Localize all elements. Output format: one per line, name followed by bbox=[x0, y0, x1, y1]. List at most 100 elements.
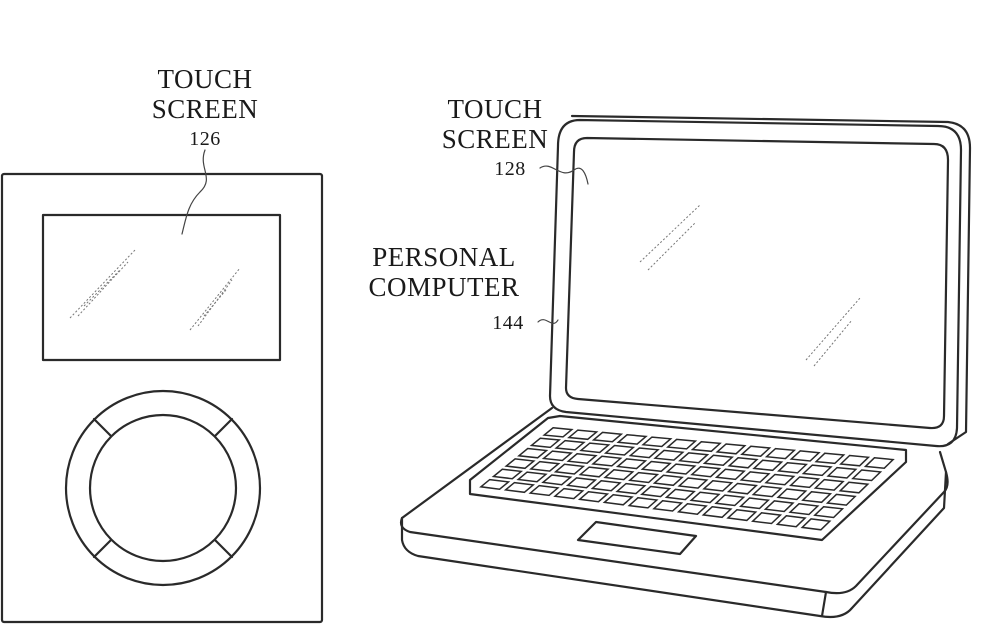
keyboard-key bbox=[751, 485, 783, 498]
keyboard-key bbox=[776, 461, 809, 474]
label-device-touch-screen-line2: SCREEN bbox=[151, 94, 259, 124]
keyboard-key bbox=[678, 452, 710, 464]
keyboard-key bbox=[788, 476, 821, 489]
keyboard-key bbox=[851, 469, 883, 482]
keyboard-key bbox=[553, 463, 586, 475]
keyboard-key bbox=[628, 447, 660, 459]
keyboard-key bbox=[838, 481, 870, 494]
keyboard-key bbox=[541, 450, 574, 462]
keyboard-key bbox=[788, 503, 820, 516]
keyboard-key bbox=[739, 497, 770, 510]
keyboard-key bbox=[726, 509, 758, 522]
keyboard-key bbox=[702, 480, 734, 492]
keyboard-key bbox=[763, 500, 795, 513]
keyboard-key bbox=[640, 460, 672, 473]
keyboard-key bbox=[529, 437, 562, 449]
keyboard-key bbox=[801, 490, 833, 504]
keyboard-key bbox=[665, 438, 698, 450]
keyboard-key bbox=[690, 465, 722, 478]
keyboard-key bbox=[577, 490, 610, 503]
keyboard-key bbox=[776, 488, 808, 501]
keyboard-key bbox=[715, 443, 747, 455]
keyboard-key bbox=[676, 503, 708, 515]
keyboard-key bbox=[764, 447, 797, 460]
keyboard-key bbox=[789, 450, 821, 462]
keyboard-key bbox=[839, 454, 871, 467]
keyboard-key bbox=[739, 471, 771, 483]
keyboard-key bbox=[825, 493, 857, 506]
keyboard-key bbox=[567, 429, 599, 441]
keyboard-key bbox=[591, 455, 623, 467]
keyboard-key bbox=[553, 487, 585, 500]
keyboard-key bbox=[627, 496, 659, 509]
keyboard-key bbox=[615, 482, 647, 495]
label-device-touch-screen-line1: TOUCH bbox=[157, 64, 253, 94]
keyboard-key bbox=[541, 474, 573, 486]
keyboard-key bbox=[801, 464, 833, 477]
keyboard-key bbox=[590, 479, 622, 492]
label-personal-computer-line2: COMPUTER bbox=[368, 272, 520, 302]
keyboard bbox=[479, 427, 895, 531]
keyboard-key bbox=[740, 445, 772, 457]
keyboard-key bbox=[603, 469, 635, 481]
keyboard-key bbox=[775, 515, 807, 528]
keyboard-key bbox=[689, 491, 721, 504]
media-player-icon bbox=[0, 149, 324, 624]
keyboard-key bbox=[517, 447, 549, 459]
ref-number-144: 144 bbox=[492, 312, 524, 334]
keyboard-key bbox=[690, 440, 722, 453]
keyboard-key bbox=[579, 442, 611, 454]
keyboard-key bbox=[764, 473, 796, 486]
keyboard-key bbox=[640, 485, 672, 498]
keyboard-key bbox=[665, 463, 697, 475]
keyboard-key bbox=[677, 477, 709, 489]
keyboard-key bbox=[664, 488, 696, 501]
keyboard-key bbox=[653, 449, 685, 461]
keyboard-key bbox=[591, 431, 624, 443]
keyboard-key bbox=[491, 468, 524, 480]
ref-number-126: 126 bbox=[189, 128, 221, 150]
keyboard-key bbox=[751, 512, 783, 525]
keyboard-key bbox=[641, 436, 673, 448]
keyboard-key bbox=[800, 518, 832, 531]
keyboard-key bbox=[479, 478, 511, 490]
keyboard-key bbox=[566, 452, 598, 464]
keyboard-key bbox=[726, 482, 759, 495]
keyboard-key bbox=[752, 459, 784, 472]
keyboard-key bbox=[714, 494, 746, 507]
keyboard-key bbox=[652, 499, 684, 512]
keyboard-key bbox=[504, 458, 536, 470]
keyboard-key bbox=[542, 427, 574, 438]
click-wheel-icon bbox=[64, 389, 262, 587]
keyboard-key bbox=[826, 466, 858, 479]
keyboard-key bbox=[813, 478, 845, 491]
keyboard-key bbox=[863, 457, 895, 469]
keyboard-key bbox=[503, 481, 536, 494]
keyboard-key bbox=[702, 454, 734, 466]
label-laptop-touch-screen-line2: SCREEN bbox=[441, 124, 549, 154]
keyboard-key bbox=[813, 505, 845, 519]
keyboard-key bbox=[714, 468, 746, 481]
keyboard-key bbox=[528, 484, 560, 497]
label-personal-computer-line1: PERSONAL bbox=[372, 242, 516, 272]
laptop-icon bbox=[399, 114, 972, 619]
keyboard-key bbox=[628, 471, 660, 484]
keyboard-key bbox=[814, 452, 846, 465]
keyboard-key bbox=[727, 457, 759, 469]
keyboard-key bbox=[529, 460, 561, 472]
keyboard-key bbox=[603, 444, 636, 456]
keyboard-key bbox=[616, 433, 648, 445]
player-touch-screen bbox=[41, 213, 282, 362]
keyboard-key bbox=[516, 471, 548, 483]
keyboard-key bbox=[652, 474, 684, 487]
ref-number-128: 128 bbox=[494, 158, 526, 180]
keyboard-key bbox=[554, 439, 586, 451]
touchpad bbox=[576, 520, 698, 556]
keyboard-key bbox=[615, 458, 648, 470]
keyboard-key bbox=[565, 477, 598, 489]
keyboard-key bbox=[578, 466, 610, 478]
keyboard-key bbox=[701, 506, 733, 519]
keyboard-key bbox=[602, 493, 634, 506]
